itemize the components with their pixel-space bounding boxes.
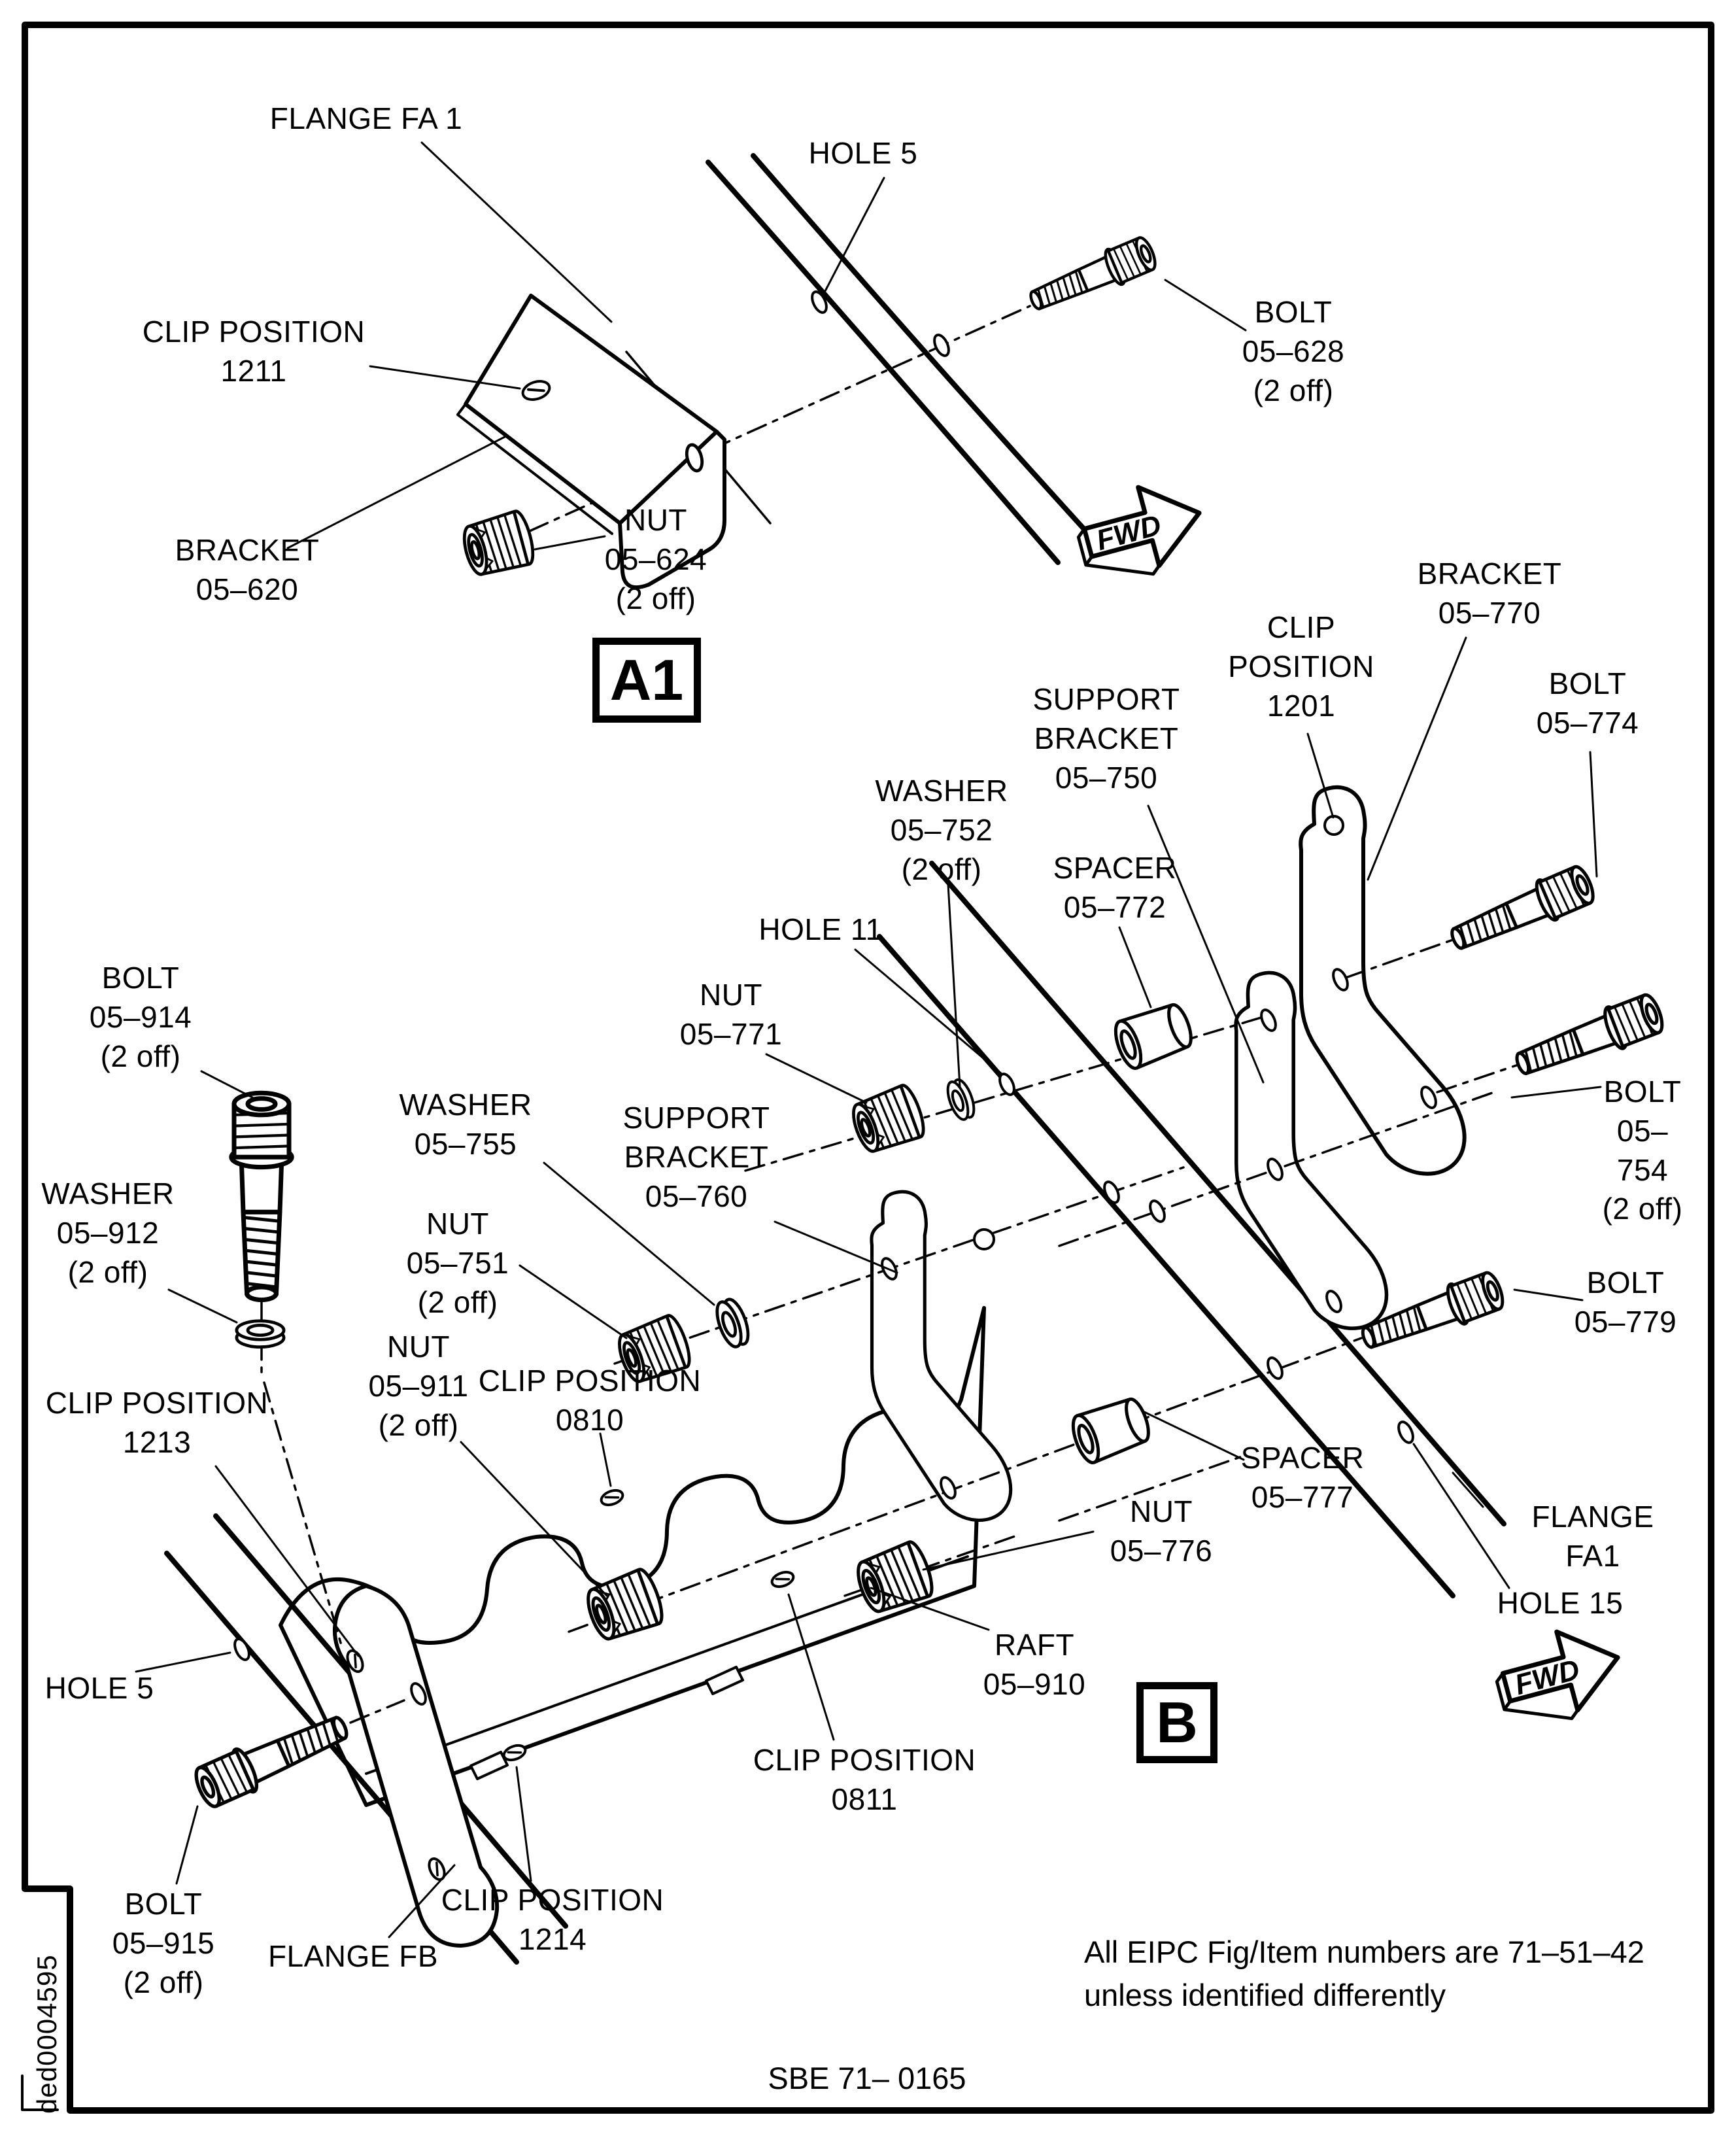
- washer-05-912-drawing: [237, 1321, 284, 1347]
- bolt-05-774-upper-drawing: [1445, 862, 1598, 960]
- label-washer-05-752: WASHER 05–752 (2 off): [875, 774, 1008, 886]
- label-clip-position-1211: CLIP POSITION 1211: [142, 315, 366, 388]
- detail-marker-a1: A1: [592, 638, 701, 723]
- label-hole-5-top: HOLE 5: [808, 136, 918, 170]
- label-bolt-05-774: BOLT 05–774: [1536, 666, 1639, 740]
- eipc-note: All EIPC Fig/Item numbers are 71–51–42 u…: [1084, 1935, 1644, 2012]
- flange-fa1-right-drawing: [877, 861, 1506, 1598]
- nut-05-624-drawing: [460, 509, 537, 579]
- nut-05-911-drawing: [582, 1567, 667, 1645]
- label-bolt-05-628: BOLT 05–628 (2 off): [1242, 295, 1345, 407]
- label-nut-05-771: NUT 05–771: [679, 978, 783, 1051]
- label-bolt-05-779: BOLT 05–779: [1574, 1265, 1677, 1339]
- label-bolt-05-754: BOLT 05–754 (2 off): [1602, 1075, 1683, 1226]
- label-bracket-05-770: BRACKET 05–770: [1417, 557, 1562, 630]
- label-clip-position-0811: CLIP POSITION 0811: [753, 1743, 976, 1816]
- label-washer-05-912: WASHER 05–912 (2 off): [41, 1177, 175, 1289]
- label-support-bracket-05-760: SUPPORT BRACKET 05–760: [622, 1101, 770, 1213]
- label-nut-05-911: NUT 05–911 (2 off): [368, 1330, 469, 1442]
- flange-hole-drawing: [930, 331, 953, 360]
- label-bracket-05-620: BRACKET 05–620: [175, 533, 320, 606]
- bolt-05-915-drawing: [191, 1705, 354, 1812]
- label-clip-position-0810: CLIP POSITION 0810: [478, 1364, 702, 1437]
- nut-05-771-drawing: [847, 1083, 928, 1157]
- spacer-05-777-drawing: [1068, 1394, 1153, 1466]
- footer-code: SBE 71– 0165: [768, 2061, 966, 2095]
- label-bolt-05-914: BOLT 05–914 (2 off): [89, 961, 192, 1073]
- label-clip-position-1213: CLIP POSITION 1213: [45, 1386, 269, 1459]
- label-spacer-05-772: SPACER 05–772: [1053, 851, 1177, 924]
- washer-05-752-drawing: [944, 1077, 978, 1122]
- label-nut-05-624: NUT 05–624 (2 off): [604, 503, 707, 615]
- detail-marker-b: B: [1136, 1682, 1217, 1763]
- leader-lines: [135, 141, 1602, 1938]
- spacer-05-772-drawing: [1110, 999, 1196, 1071]
- bolt-05-628-drawing: [1025, 233, 1159, 319]
- label-nut-05-751: NUT 05–751 (2 off): [406, 1207, 509, 1319]
- bracket-05-620-drawing: [456, 294, 726, 589]
- label-clip-position-1201: CLIP POSITION 1201: [1228, 610, 1374, 723]
- label-raft-05-910: RAFT 05–910: [983, 1628, 1086, 1701]
- label-spacer-05-777: SPACER 05–777: [1240, 1441, 1365, 1514]
- washer-05-755-drawing: [712, 1296, 753, 1349]
- side-reference-code: ded0004595: [31, 1954, 62, 2114]
- label-hole-5-bottom: HOLE 5: [44, 1671, 154, 1705]
- hole-5-bottom-drawing: [230, 1635, 254, 1664]
- label-hole-15: HOLE 15: [1497, 1586, 1624, 1620]
- hole-15-drawing: [1394, 1418, 1418, 1447]
- label-bolt-05-915: BOLT 05–915 (2 off): [112, 1887, 215, 1999]
- bolt-05-774-lower-drawing: [1510, 990, 1667, 1085]
- label-washer-05-755: WASHER 05–755: [399, 1088, 532, 1161]
- drawing-border: [21, 22, 1714, 2114]
- label-support-bracket-05-750: SUPPORT BRACKET 05–750: [1032, 682, 1180, 795]
- bolt-05-914-drawing: [231, 1093, 292, 1299]
- fwd-arrow-top: FWD: [1070, 473, 1211, 590]
- label-clip-position-1214: CLIP POSITION 1214: [441, 1883, 664, 1956]
- label-hole-11: HOLE 11: [758, 912, 883, 946]
- label-flange-fa1-top: FLANGE FA 1: [269, 101, 463, 135]
- label-flange-fb: FLANGE FB: [267, 1939, 439, 1973]
- raft-end-plate-drawing: [332, 1584, 500, 1948]
- label-nut-05-776: NUT 05–776: [1110, 1494, 1213, 1568]
- label-flange-fa1-right: FLANGE FA1: [1531, 1500, 1654, 1573]
- fwd-arrow-bottom: FWD: [1488, 1618, 1629, 1734]
- bracket-holes: [877, 815, 1440, 1502]
